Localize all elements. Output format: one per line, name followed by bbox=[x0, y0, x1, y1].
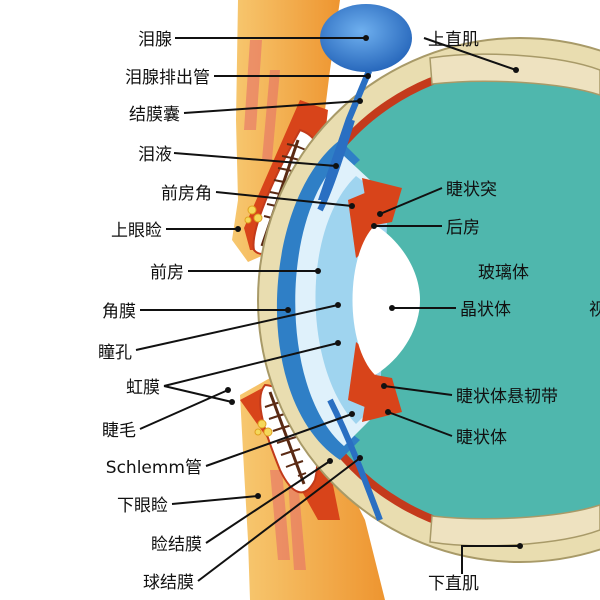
leader-ciliary-process bbox=[379, 187, 443, 215]
label-iris: 虹膜 bbox=[126, 378, 160, 398]
label-ciliary-process: 睫状突 bbox=[446, 180, 497, 200]
label-ciliary-body: 睫状体 bbox=[456, 428, 507, 448]
leader-ciliary-body bbox=[387, 411, 453, 437]
label-palpebral-conjunctiva: 睑结膜 bbox=[151, 535, 202, 555]
label-superior-rectus: 上直肌 bbox=[428, 30, 479, 50]
leader-eyelash bbox=[139, 389, 229, 430]
label-vitreous-body: 玻璃体 bbox=[478, 263, 529, 283]
label-eyelash: 睫毛 bbox=[102, 421, 136, 441]
leader-lower-eyelid bbox=[171, 495, 259, 505]
leader-dot-upper-eyelid bbox=[235, 226, 241, 232]
leader-palpebral-conjunctiva bbox=[205, 460, 331, 544]
ciliary-body-lower bbox=[362, 374, 402, 422]
lens-shape bbox=[352, 225, 420, 375]
leader-dot-inferior-rectus bbox=[517, 543, 523, 549]
label-pupil: 瞳孔 bbox=[98, 343, 132, 363]
leader-dot-tears bbox=[333, 163, 339, 169]
leader-dot-posterior-chamber bbox=[371, 223, 377, 229]
leader-dot-lacrimal-duct bbox=[365, 73, 371, 79]
leader-dot-anterior-chamber bbox=[315, 268, 321, 274]
label-lower-eyelid: 下眼睑 bbox=[117, 496, 168, 516]
leader-dots bbox=[225, 35, 523, 549]
leader-dot-lacrimal-gland bbox=[363, 35, 369, 41]
leader-dot-bulbar-conjunctiva bbox=[357, 455, 363, 461]
label-lacrimal-duct: 泪腺排出管 bbox=[125, 68, 210, 88]
leader-dot-conjunctival-sac bbox=[357, 98, 363, 104]
leader-inferior-rectus bbox=[461, 545, 520, 574]
leader-lines bbox=[135, 37, 520, 582]
leader-dot-lens bbox=[389, 305, 395, 311]
label-tears: 泪液 bbox=[138, 145, 172, 165]
leader-dot-superior-rectus bbox=[513, 67, 519, 73]
leader-dot-schlemm-canal bbox=[349, 411, 355, 417]
leader-dot-iris bbox=[335, 340, 341, 346]
label-lacrimal-gland: 泪腺 bbox=[138, 30, 172, 50]
label-posterior-chamber: 后房 bbox=[446, 218, 480, 238]
leader-zonule bbox=[383, 385, 453, 396]
leader-bulbar-conjunctiva bbox=[197, 457, 361, 582]
leader-dot-eyelash bbox=[225, 387, 231, 393]
cornea-outer bbox=[276, 140, 360, 460]
label-anterior-chamber: 前房 bbox=[150, 263, 184, 283]
leader-pupil bbox=[135, 304, 339, 351]
label-schlemm-canal: Schlemm管 bbox=[105, 458, 202, 478]
leader-conjunctival-sac bbox=[183, 100, 361, 114]
label-anterior-chamber-angle: 前房角 bbox=[161, 184, 212, 204]
ciliary-body-upper bbox=[362, 178, 402, 226]
label-edge-fragment: 视 bbox=[589, 300, 600, 320]
label-cornea: 角膜 bbox=[102, 302, 136, 322]
leader-dot-cornea bbox=[285, 307, 291, 313]
leader-schlemm-canal bbox=[205, 413, 353, 467]
leader-dot-palpebral-conjunctiva bbox=[327, 458, 333, 464]
label-bulbar-conjunctiva: 球结膜 bbox=[143, 573, 194, 593]
leader-dot-lower-eyelid bbox=[255, 493, 261, 499]
label-zonule: 睫状体悬韧带 bbox=[456, 387, 558, 407]
leader-superior-rectus bbox=[423, 37, 517, 71]
label-upper-eyelid: 上眼睑 bbox=[111, 221, 162, 241]
leader-dot-iris-2 bbox=[229, 399, 235, 405]
leader-iris bbox=[163, 342, 339, 387]
label-lens: 晶状体 bbox=[460, 300, 511, 320]
leader-anterior-chamber-angle bbox=[215, 191, 353, 207]
label-inferior-rectus: 下直肌 bbox=[428, 574, 479, 594]
label-conjunctival-sac: 结膜囊 bbox=[129, 105, 180, 125]
cornea-aqueous bbox=[295, 156, 370, 446]
leader-dot-ciliary-body bbox=[385, 409, 391, 415]
superior-rectus-muscle bbox=[429, 53, 600, 96]
leader-dot-anterior-chamber-angle bbox=[349, 203, 355, 209]
leader-tears bbox=[173, 152, 337, 167]
leader-dot-ciliary-process bbox=[377, 211, 383, 217]
leader-iris-2 bbox=[163, 385, 233, 403]
meibomian-dots bbox=[244, 205, 273, 437]
leader-dot-zonule bbox=[381, 383, 387, 389]
upper-skin-stripes bbox=[244, 40, 280, 160]
leader-dot-pupil bbox=[335, 302, 341, 308]
